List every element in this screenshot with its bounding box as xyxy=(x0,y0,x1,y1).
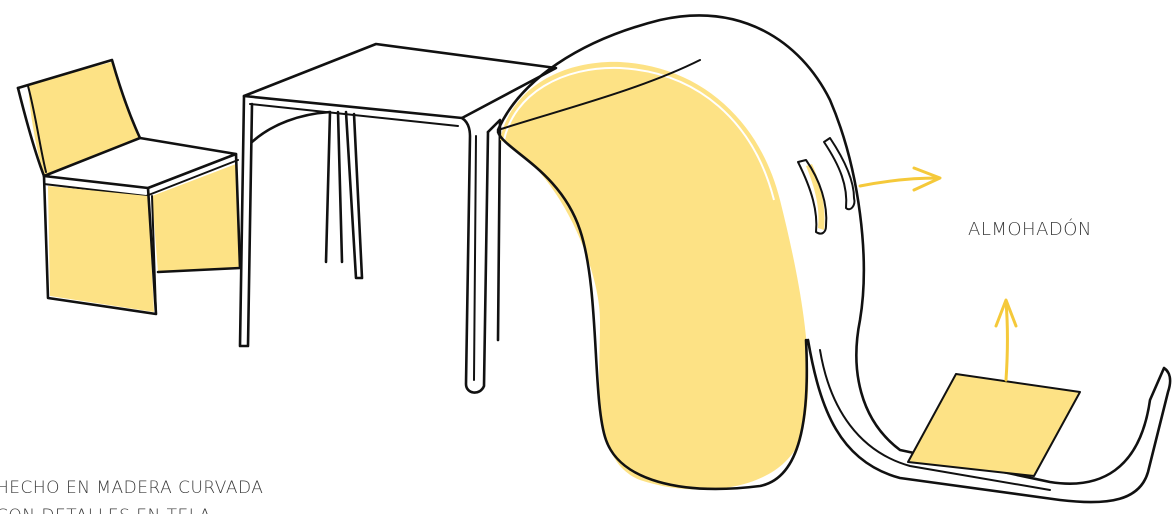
material-note: HECHO EN MADERA CURVADA CON DETALLES EN … xyxy=(0,474,263,514)
cushion-label: ALMOHADÓN xyxy=(968,219,1092,240)
cushion-fabric xyxy=(908,374,1080,476)
cushion-arrows xyxy=(860,168,1016,380)
chair-front-fabric xyxy=(48,186,154,312)
material-note-line-2: CON DETALLES EN TELA xyxy=(0,502,263,514)
chair xyxy=(18,60,240,314)
curved-lounge xyxy=(498,16,1170,503)
table xyxy=(240,44,556,393)
arrow-up-icon xyxy=(1006,302,1008,380)
lounge-front-fabric xyxy=(500,62,808,490)
material-note-line-1: HECHO EN MADERA CURVADA xyxy=(0,474,263,502)
